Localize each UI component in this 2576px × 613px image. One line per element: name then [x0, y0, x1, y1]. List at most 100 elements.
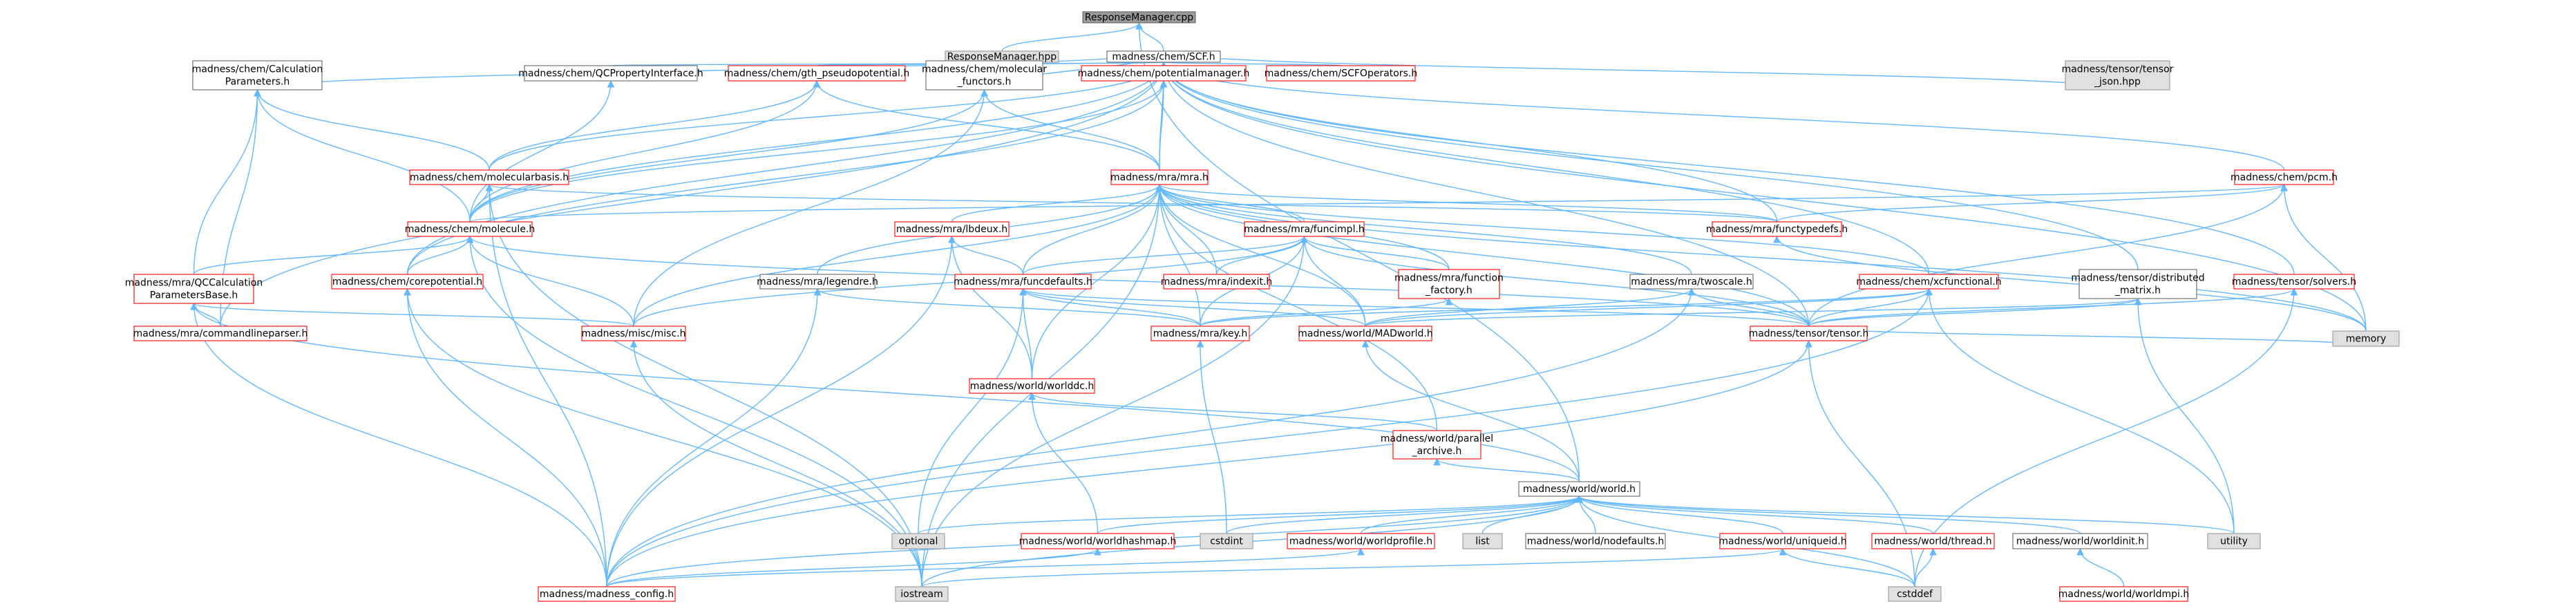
node-potmgr[interactable]: madness/chem/potentialmanager.h — [1078, 65, 1250, 82]
node-solvers[interactable]: madness/tensor/solvers.h — [2232, 274, 2356, 290]
node-indexit[interactable]: madness/mra/indexit.h — [1161, 274, 1273, 290]
node-label-madworld: madness/world/MADworld.h — [1298, 328, 1432, 339]
node-nodefaults[interactable]: madness/world/nodefaults.h — [1525, 533, 1666, 549]
edge-calcparams-to-qccalc — [193, 89, 258, 275]
node-uniqueid[interactable]: madness/world/uniqueid.h — [1718, 533, 1847, 549]
node-rmhpp[interactable]: ResponseManager.hpp — [945, 50, 1059, 63]
node-label-scf: madness/chem/SCF.h — [1112, 51, 1215, 62]
node-qccalc[interactable]: madness/mra/QCCalculationParametersBase.… — [125, 274, 263, 304]
node-label-config: madness/madness_config.h — [540, 589, 674, 600]
node-funcfactory[interactable]: madness/mra/function_factory.h — [1394, 269, 1504, 299]
node-box-molecule — [407, 221, 533, 237]
edge-molfunctors-to-molecule — [469, 89, 985, 223]
node-label-qccalc: ParametersBase.h — [150, 290, 238, 301]
node-worldinit[interactable]: madness/world/worldinit.h — [2012, 533, 2148, 549]
node-distmatrix[interactable]: madness/tensor/distributed_matrix.h — [2071, 269, 2205, 299]
edge-lbdeux-to-config — [606, 236, 953, 587]
node-utility[interactable]: utility — [2207, 533, 2261, 549]
node-config[interactable]: madness/madness_config.h — [538, 586, 676, 602]
node-cmdparser[interactable]: madness/mra/commandlineparser.h — [133, 326, 308, 341]
node-gth[interactable]: madness/chem/gth_pseudopotential.h — [724, 65, 909, 82]
node-label-hashmap: madness/world/worldhashmap.h — [1019, 536, 1177, 547]
node-molbasis[interactable]: madness/chem/molecularbasis.h — [409, 169, 569, 185]
arrowhead-corepot-to-iostream — [404, 287, 411, 296]
node-thread[interactable]: madness/world/thread.h — [1871, 533, 1995, 549]
arrowhead-madworld-to-world — [1361, 339, 1370, 348]
edge-mra-to-misc — [633, 184, 1160, 327]
edge-scf-to-distmatrix — [1163, 62, 2139, 270]
node-box-funcimpl — [1244, 221, 1365, 237]
edge-gth-to-molbasis — [489, 80, 817, 171]
edge-world-to-optional — [918, 496, 1580, 534]
node-molfunctors[interactable]: madness/chem/molecular_functors.h — [922, 60, 1047, 91]
node-box-potmgr — [1081, 65, 1247, 82]
edge-scf-to-pcm — [1163, 62, 2285, 171]
edge-calcparams-to-molbasis — [256, 89, 490, 171]
node-box-lbdeux — [894, 221, 1010, 237]
edge-mra-to-parallel — [1159, 184, 1438, 431]
node-cstddef[interactable]: cstddef — [1888, 586, 1942, 602]
node-tensorjson[interactable]: madness/tensor/tensor_json.hpp — [2062, 60, 2174, 91]
node-hashmap[interactable]: madness/world/worldhashmap.h — [1019, 533, 1177, 549]
node-legendre[interactable]: madness/mra/legendre.h — [757, 274, 878, 290]
node-box-cmdparser — [133, 326, 307, 341]
node-twoscale[interactable]: madness/mra/twoscale.h — [1629, 274, 1754, 290]
node-tensor[interactable]: madness/tensor/tensor.h — [1749, 326, 1869, 341]
node-xcfunc[interactable]: madness/chem/xcfunctional.h — [1856, 274, 2002, 290]
node-functypedefs[interactable]: madness/mra/functypedefs.h — [1706, 221, 1848, 237]
node-label-qccalc: madness/mra/QCCalculation — [125, 277, 263, 288]
node-lbdeux[interactable]: madness/mra/lbdeux.h — [894, 221, 1010, 237]
edge-twoscale-to-config — [606, 288, 1692, 587]
node-box-madworld — [1298, 326, 1432, 341]
edge-corepot-to-iostream — [406, 288, 922, 587]
node-worldmpi[interactable]: madness/world/worldmpi.h — [2058, 586, 2189, 602]
node-label-pcm: madness/chem/pcm.h — [2231, 172, 2338, 183]
node-world[interactable]: madness/world/world.h — [1518, 481, 1640, 497]
node-label-funcfactory: _factory.h — [1425, 285, 1472, 296]
arrowhead-key-to-cstdint — [1196, 339, 1204, 348]
node-memory[interactable]: memory — [2332, 330, 2400, 347]
node-box-pcm — [2234, 169, 2334, 185]
node-box-uniqueid — [1719, 533, 1846, 549]
edge-distmatrix-to-utility — [2137, 298, 2235, 534]
node-box-root — [1082, 11, 1196, 23]
edge-uniqueid-to-iostream — [921, 548, 1783, 587]
node-scf[interactable]: madness/chem/SCF.h — [1106, 50, 1221, 63]
node-funcdefaults[interactable]: madness/mra/funcdefaults.h — [954, 274, 1092, 290]
node-key[interactable]: madness/mra/key.h — [1150, 326, 1250, 341]
node-list[interactable]: list — [1462, 533, 1503, 549]
edge-xcfunc-to-tensor — [1808, 288, 1930, 327]
edge-world-to-hashmap — [1097, 496, 1580, 534]
edge-mra-to-funcimpl — [1159, 184, 1305, 223]
node-corepot[interactable]: madness/chem/corepotential.h — [331, 274, 484, 290]
node-iostream[interactable]: iostream — [895, 586, 949, 602]
node-box-iostream — [895, 586, 949, 602]
node-scfops[interactable]: madness/chem/SCFOperators.h — [1265, 65, 1417, 82]
edge-mra-to-functypedefs — [1159, 184, 1778, 223]
node-optional[interactable]: optional — [891, 533, 945, 549]
node-parallel[interactable]: madness/world/parallel_archive.h — [1381, 430, 1493, 460]
edge-lbdeux-to-worlddc — [951, 236, 1033, 379]
arrowhead-tensor-to-cstddef — [1805, 339, 1812, 348]
node-label-molfunctors: madness/chem/molecular — [922, 64, 1047, 75]
node-pcm[interactable]: madness/chem/pcm.h — [2231, 169, 2338, 185]
edge-funcdefaults-to-worlddc — [1022, 288, 1033, 379]
node-profile[interactable]: madness/world/worldprofile.h — [1287, 533, 1435, 549]
node-label-molfunctors: _functors.h — [957, 76, 1012, 87]
arrowhead-world-to-cstddef — [1575, 495, 1583, 503]
node-label-funcdefaults: madness/mra/funcdefaults.h — [954, 276, 1092, 287]
arrowhead-qccalc-to-misc — [190, 302, 198, 310]
node-box-thread — [1871, 533, 1995, 549]
node-worlddc[interactable]: madness/world/worlddc.h — [969, 378, 1095, 394]
node-box-list — [1462, 533, 1503, 549]
node-label-utility: utility — [2220, 536, 2248, 547]
node-molecule[interactable]: madness/chem/molecule.h — [405, 221, 536, 237]
node-funcimpl[interactable]: madness/mra/funcimpl.h — [1244, 221, 1365, 237]
node-qcprop[interactable]: madness/chem/QCPropertyInterface.h — [518, 65, 703, 82]
node-cstdint[interactable]: cstdint — [1200, 533, 1253, 549]
node-mra[interactable]: madness/mra/mra.h — [1110, 169, 1209, 185]
node-misc[interactable]: madness/misc/misc.h — [581, 326, 686, 341]
arrowhead-molfunctors-to-misc — [981, 88, 988, 97]
node-madworld[interactable]: madness/world/MADworld.h — [1298, 326, 1433, 341]
